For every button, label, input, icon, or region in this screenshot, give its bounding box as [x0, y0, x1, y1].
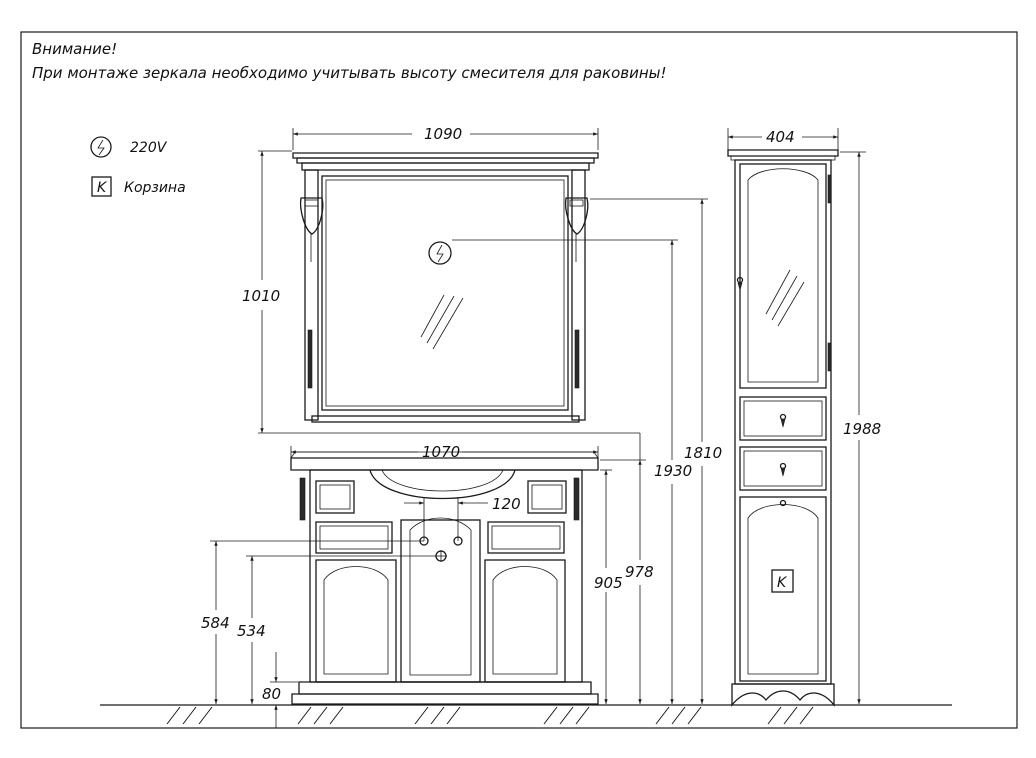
- dim-cabinet-height: 1988: [843, 420, 881, 438]
- dim-mirror-height: 1010: [242, 287, 280, 305]
- dim-vanity-body-height: 905: [594, 574, 623, 592]
- dim-plinth-height: 80: [262, 685, 281, 703]
- dim-socket-height: 1930: [654, 462, 692, 480]
- legend: 220V K Корзина: [90, 136, 186, 197]
- mirror-lamp-left: [299, 197, 324, 262]
- warning-text: При монтаже зеркала необходимо учитывать…: [32, 64, 667, 82]
- dim-cabinet-width: 404: [766, 128, 795, 146]
- legend-power-label: 220V: [130, 140, 168, 156]
- tall-cabinet: K: [727, 149, 839, 707]
- vanity: [290, 451, 599, 705]
- dimensions: 1090 1010 1070 120 404 1988 18: [201, 125, 881, 728]
- dim-mirror-width: 1090: [424, 125, 462, 143]
- warning-title: Внимание!: [32, 40, 117, 58]
- dim-drain-height: 534: [237, 622, 266, 640]
- cabinet-basket-icon: K: [771, 569, 794, 593]
- basket-icon: K: [91, 176, 112, 197]
- mirror-socket-icon: [428, 241, 452, 265]
- mirror-lamp-right: [564, 197, 589, 262]
- dim-water-height: 584: [201, 614, 230, 632]
- legend-basket-label: Корзина: [124, 180, 186, 196]
- svg-text:K: K: [777, 575, 788, 591]
- dim-faucet-spacing: 120: [492, 495, 521, 513]
- mirror: [292, 152, 599, 423]
- power-socket-icon: [90, 136, 112, 158]
- dim-vanity-width: 1070: [422, 443, 460, 461]
- floor: [100, 704, 952, 725]
- dim-lamp-height: 1810: [684, 444, 722, 462]
- drawing-frame: [20, 31, 1018, 729]
- dim-vanity-top-height: 978: [625, 563, 654, 581]
- svg-text:K: K: [97, 180, 108, 196]
